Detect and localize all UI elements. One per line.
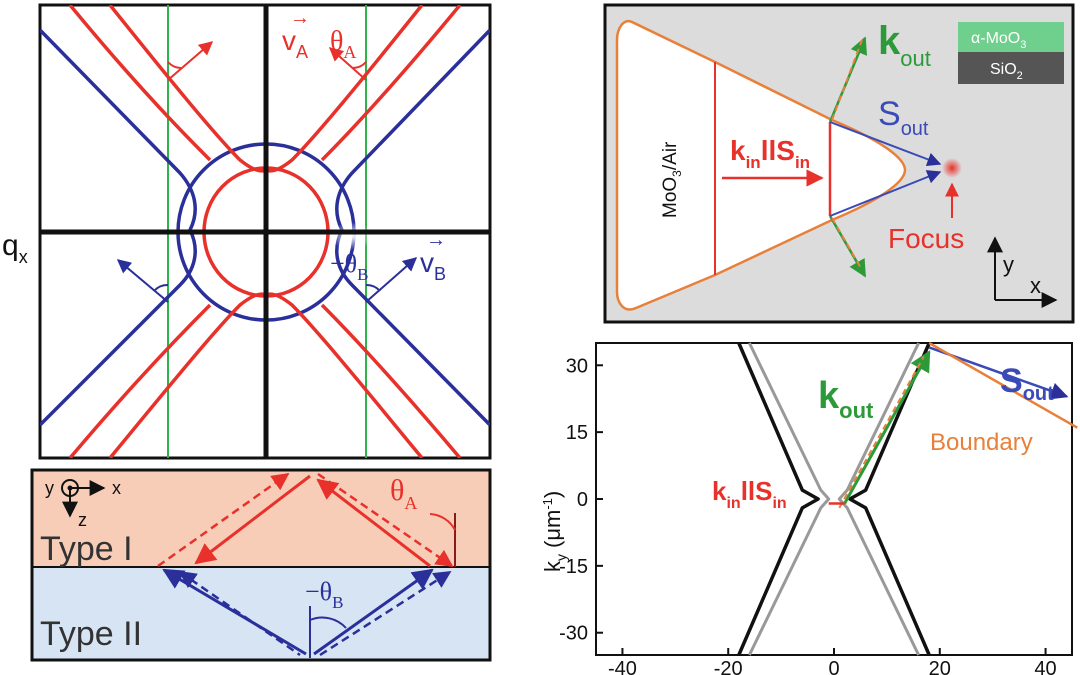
sout-arrow-top [829, 121, 942, 167]
chart-ytick-label: 15 [566, 422, 588, 444]
type2-label: Type II [40, 615, 142, 653]
arrow-vA-right [328, 47, 367, 81]
arrow-vB-left [116, 259, 169, 303]
vA-label: vA [282, 25, 308, 62]
thetaA-label: θA [330, 26, 356, 62]
vA-vector-mark: → [290, 7, 310, 29]
region-label: MoO3/Air [660, 141, 684, 218]
chart-ytick-label: -30 [559, 623, 588, 645]
legend-sio2-label: SiO2 [990, 61, 1023, 82]
red-branch-top-right [320, 5, 462, 162]
sout-arrow-bottom [829, 170, 942, 217]
type1-angle-arc [429, 513, 456, 531]
axis-y-label: y [1003, 252, 1014, 277]
chart-ytick-label: 0 [577, 489, 588, 511]
legend-alpha-moo3-label: α-MoO3 [971, 30, 1026, 51]
chart-xtick-label: 20 [929, 658, 951, 675]
chart-sout-label: Sout [1000, 362, 1054, 405]
chart-frame [595, 342, 1073, 656]
panel-c: MoO3/Air kinllSin Focus kout Sout α-MoO3… [603, 3, 1075, 324]
focus-spot [942, 158, 962, 178]
chart-kout-line [843, 350, 931, 505]
type1-dashed-right [317, 472, 454, 568]
q-axis-label: qx [2, 229, 28, 267]
kout-label: kout [878, 19, 931, 71]
kout-dash-bottom [831, 217, 863, 271]
type1-region [32, 470, 490, 567]
type1-label: Type I [40, 530, 133, 568]
vB-vector-mark: → [426, 229, 446, 251]
angle-arc-right [351, 61, 367, 69]
coord-z-label: z [78, 510, 87, 530]
chart-kout-dashed-line [838, 355, 925, 509]
red-branch-bottom-right [320, 303, 462, 458]
vB-label: vB [420, 247, 446, 284]
prism-outline [615, 19, 907, 311]
chart-series-0 [737, 342, 931, 656]
chart-boundary-line [928, 341, 1078, 429]
type2-dashed-left [178, 570, 301, 657]
chart-y-axis-label: ky(μm-1) [540, 491, 569, 572]
coord-x-label: x [112, 478, 121, 498]
type1-dashed-left [157, 472, 290, 568]
chart-xtick-label: 0 [828, 658, 839, 675]
panel-d: 30 15 0 -15 -30 -40 -20 0 20 40 ky(μm-1) kout Sou… [540, 341, 1078, 675]
chart-kout-label: kout [818, 375, 874, 423]
panel-b: y x z θA Type I −θB Type II [30, 468, 492, 662]
panel-a: qx vA → θA −θB vB → [2, 3, 492, 460]
panel-b-frame [30, 468, 492, 662]
legend-alpha-moo3 [958, 22, 1064, 52]
sout-label: Sout [878, 95, 929, 140]
glow [330, 222, 374, 250]
chart-series-1 [748, 342, 920, 656]
angle-arc-b-left [153, 284, 169, 292]
angle-arc-b-right [365, 284, 381, 292]
axis-x-label: x [1030, 273, 1041, 298]
type2-ray-right [313, 568, 434, 656]
angle-arc-left [167, 61, 182, 69]
chart-ticks-group: 30 15 0 -15 -30 -40 -20 0 20 40 [559, 355, 1057, 675]
legend-sio2 [958, 52, 1064, 84]
red-branch-bottom-left [68, 303, 212, 458]
arrow-vB-right [365, 257, 418, 303]
type2-angle-arc [309, 616, 347, 629]
arrow-vA-left [167, 41, 214, 81]
chart-series-group [737, 341, 1078, 656]
kin-sin-label: kinllSin [730, 135, 810, 172]
chart-ytick-label: -15 [559, 556, 588, 578]
chart-xtick-label: 40 [1034, 658, 1056, 675]
chart-boundary-label: Boundary [930, 429, 1033, 456]
type1-ray-right [316, 478, 431, 568]
coord-y-label: y [45, 478, 54, 498]
type2-minus-thetaB: −θB [305, 577, 343, 612]
kout-dash-top [831, 39, 863, 121]
type1-thetaA: θA [390, 474, 417, 513]
focus-label: Focus [888, 223, 964, 254]
red-branch-top-left [68, 5, 212, 162]
type1-ray-left [194, 474, 311, 565]
minus-thetaB-label: −θB [330, 249, 368, 284]
chart-xtick-label: -20 [714, 658, 743, 675]
chart-ytick-label: 30 [566, 355, 588, 377]
chart-xtick-label: -40 [608, 658, 637, 675]
chart-kin-sin-label: kinllSin [712, 476, 787, 512]
